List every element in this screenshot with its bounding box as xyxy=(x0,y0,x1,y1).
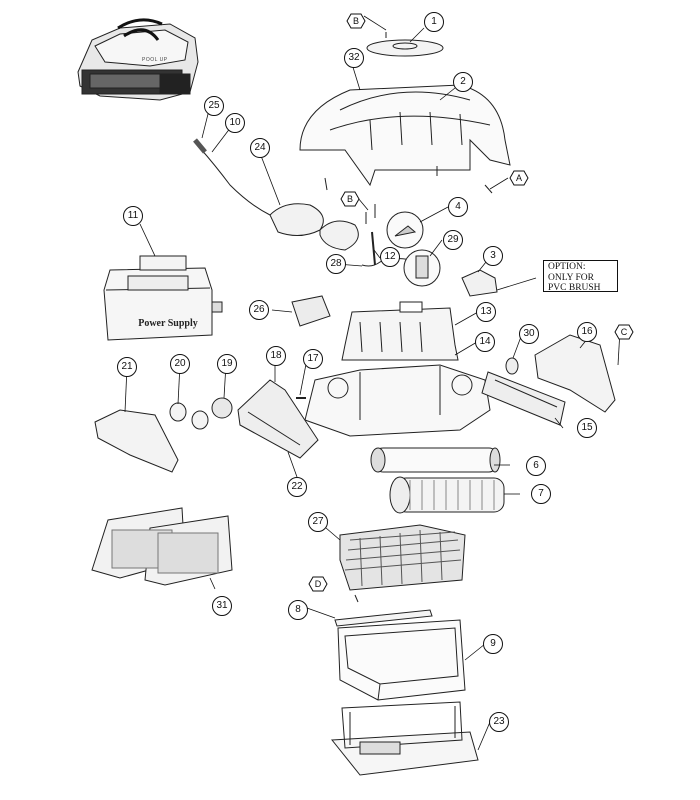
callout-22: 22 xyxy=(287,477,307,497)
callout-24: 24 xyxy=(250,138,270,158)
callout-6: 6 xyxy=(526,456,546,476)
part-27-filter-basket xyxy=(339,524,466,591)
callout-26: 26 xyxy=(249,300,269,320)
callout-12: 12 xyxy=(380,247,400,267)
callout-21: 21 xyxy=(117,357,137,377)
callout-1: 1 xyxy=(424,12,444,32)
callout-32: 32 xyxy=(344,48,364,68)
part-24-gasket xyxy=(269,203,359,251)
callout-29: 29 xyxy=(443,230,463,250)
part-13-motor xyxy=(341,301,459,361)
callout-18: 18 xyxy=(266,346,286,366)
pvc-brush-option-note: OPTION: ONLY FOR PVC BRUSH xyxy=(543,260,618,293)
robot-photo xyxy=(77,18,199,101)
part-2-top-housing xyxy=(299,84,511,191)
callout-4: 4 xyxy=(448,197,468,217)
callout-7: 7 xyxy=(531,484,551,504)
callout-17: 17 xyxy=(303,349,323,369)
robot-label: POOL UP xyxy=(142,57,168,63)
marker-a-label: A xyxy=(515,173,522,183)
option-note-line-1: OPTION: xyxy=(548,262,586,272)
callout-27: 27 xyxy=(308,512,328,532)
callout-19: 19 xyxy=(217,354,237,374)
callout-16: 16 xyxy=(577,322,597,342)
part-1-cover-disc xyxy=(366,32,444,57)
callout-13: 13 xyxy=(476,302,496,322)
callout-28: 28 xyxy=(326,254,346,274)
option-note-line-3: PVC BRUSH xyxy=(548,283,601,293)
part-23-base xyxy=(331,701,479,776)
callout-10: 10 xyxy=(225,113,245,133)
callout-20: 20 xyxy=(170,354,190,374)
marker-d-label: D xyxy=(314,579,322,589)
callout-11: 11 xyxy=(123,206,143,226)
callout-2: 2 xyxy=(453,72,473,92)
callout-14: 14 xyxy=(475,332,495,352)
callout-15: 15 xyxy=(577,418,597,438)
marker-b-top-label: B xyxy=(352,16,359,26)
marker-c-label: C xyxy=(620,327,628,337)
callout-31: 31 xyxy=(212,596,232,616)
callout-23: 23 xyxy=(489,712,509,732)
option-note-line-2: ONLY FOR xyxy=(548,272,594,283)
callout-9: 9 xyxy=(483,634,503,654)
part-7-brush xyxy=(389,476,505,514)
callout-25: 25 xyxy=(204,96,224,116)
power-supply-label: Power Supply xyxy=(138,318,198,329)
callout-3: 3 xyxy=(483,246,503,266)
part-6-roller xyxy=(370,447,501,473)
marker-b-mid-label: B xyxy=(346,194,353,204)
part-31-filter-panels xyxy=(91,507,233,586)
part-14-chassis xyxy=(304,364,491,437)
callout-30: 30 xyxy=(519,324,539,344)
callout-8: 8 xyxy=(288,600,308,620)
part-11-power-supply xyxy=(103,255,223,341)
part-9-caddy xyxy=(337,619,466,701)
